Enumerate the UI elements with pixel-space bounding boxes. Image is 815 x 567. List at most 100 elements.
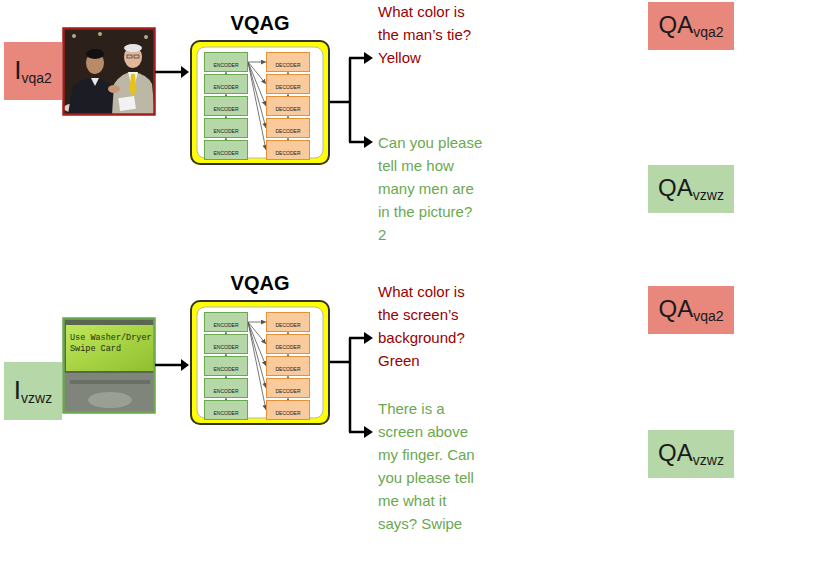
block-label: DECODER [275, 388, 300, 394]
node-text-group: DECODER [275, 313, 300, 331]
image-or-qa-box: QAvzwz [648, 165, 734, 213]
model-title: VQAG [192, 271, 328, 295]
block-label: DECODER [275, 410, 300, 416]
photo-lcd-screen [63, 318, 155, 413]
arrow-head [364, 136, 373, 148]
block-label: ENCODER [213, 344, 238, 350]
qa-text: There is a screen above my finger. Can y… [378, 397, 483, 535]
model-box: VQAGENCODERENCODERENCODERENCODERENCODERD… [190, 40, 330, 165]
block-label: ENCODER [213, 366, 238, 372]
output-fork [330, 58, 365, 142]
left-man-hair [86, 49, 104, 59]
node-text-group: ENCODER [213, 313, 238, 331]
decoder-box: DECODER [266, 74, 310, 94]
decoder-box: DECODER [266, 140, 310, 160]
node-text-group: QAvqa2 [658, 12, 723, 41]
connector [248, 322, 266, 410]
encoder-box: ENCODER [204, 312, 248, 332]
arrow-heads [181, 52, 373, 438]
node-text-group: DECODER [275, 53, 300, 71]
photo-ground [63, 28, 155, 115]
encoder-box: ENCODER [204, 118, 248, 138]
block-label: DECODER [275, 344, 300, 350]
arrow-head [181, 66, 189, 78]
symbol-subscript: vqa2 [21, 70, 51, 86]
handshake [108, 85, 120, 93]
paper [118, 96, 136, 111]
image-or-qa-box: Ivzwz [4, 362, 62, 420]
arrow-head [364, 332, 373, 344]
block-label: ENCODER [213, 84, 238, 90]
symbol-subscript: vzwz [693, 452, 724, 468]
screen-text: Use Washer/Dryer Swipe Card [70, 333, 154, 355]
flow-arrows [155, 58, 365, 432]
decoder-box: DECODER [266, 312, 310, 332]
symbol-subscript: vqa2 [693, 24, 723, 40]
device-edge [70, 380, 150, 384]
symbol-letter: QA [658, 174, 693, 201]
symbol-letter: I [14, 375, 21, 405]
right-man-hair [124, 44, 142, 52]
node-text-group: DECODER [275, 97, 300, 115]
ceiling-light [144, 35, 148, 39]
encoder-box: ENCODER [204, 96, 248, 116]
decoder-box: DECODER [266, 52, 310, 72]
decoder-box: DECODER [266, 96, 310, 116]
image-or-qa-box: QAvqa2 [648, 286, 734, 334]
symbol-letter: QA [658, 439, 693, 466]
input-arrow [155, 364, 182, 367]
arrow-head [364, 426, 373, 438]
connector [248, 322, 266, 323]
connector [248, 62, 266, 106]
connector [248, 322, 266, 366]
symbol-letter: I [14, 55, 21, 85]
symbol-letter: QA [658, 295, 693, 322]
encoder-box: ENCODER [204, 400, 248, 420]
encoder-box: ENCODER [204, 378, 248, 398]
device-panel [63, 373, 155, 413]
left-man-suit [68, 78, 116, 115]
output-fork [330, 338, 365, 432]
model-frame-fill [190, 300, 330, 425]
connector [248, 322, 266, 388]
node-text-group: ENCODER [213, 357, 238, 375]
qa-text: Can you please tell me how many men are … [378, 131, 483, 246]
lcd-screen [66, 325, 154, 371]
node-text-group: Ivqa2 [14, 56, 52, 87]
arrow-head [364, 52, 373, 64]
node-text-group: ENCODER [213, 379, 238, 397]
decoder-box: DECODER [266, 400, 310, 420]
connector [248, 62, 266, 128]
model-title: VQAG [192, 11, 328, 35]
block-label: DECODER [275, 84, 300, 90]
encoder-box: ENCODER [204, 334, 248, 354]
model-box: VQAGENCODERENCODERENCODERENCODERENCODERD… [190, 300, 330, 425]
finger [88, 392, 132, 408]
glasses [127, 55, 132, 58]
block-label: ENCODER [213, 410, 238, 416]
block-label: ENCODER [213, 62, 238, 68]
node-text-group: ENCODER [213, 97, 238, 115]
node-text-group: DECODER [275, 75, 300, 93]
node-text-group: Ivzwz [14, 376, 52, 407]
left-man-collar [91, 78, 99, 86]
ceiling-light [98, 32, 102, 36]
block-label: ENCODER [213, 388, 238, 394]
node-text-group: DECODER [275, 379, 300, 397]
node-text-group: ENCODER [213, 119, 238, 137]
right-man-suit [112, 72, 155, 115]
photo-handshake [63, 28, 155, 115]
yellow-tie [130, 74, 137, 96]
node-text-group: DECODER [275, 401, 300, 419]
encoder-box: ENCODER [204, 140, 248, 160]
image-or-qa-box: QAvqa2 [648, 2, 734, 50]
block-label: ENCODER [213, 128, 238, 134]
block-label: DECODER [275, 366, 300, 372]
decoder-box: DECODER [266, 378, 310, 398]
node-text-group: DECODER [275, 335, 300, 353]
block-label: DECODER [275, 106, 300, 112]
node-text-group: ENCODER [213, 75, 238, 93]
node-text-group: ENCODER [213, 335, 238, 353]
qa-text: What color is the man’s tie? Yellow [378, 0, 483, 69]
